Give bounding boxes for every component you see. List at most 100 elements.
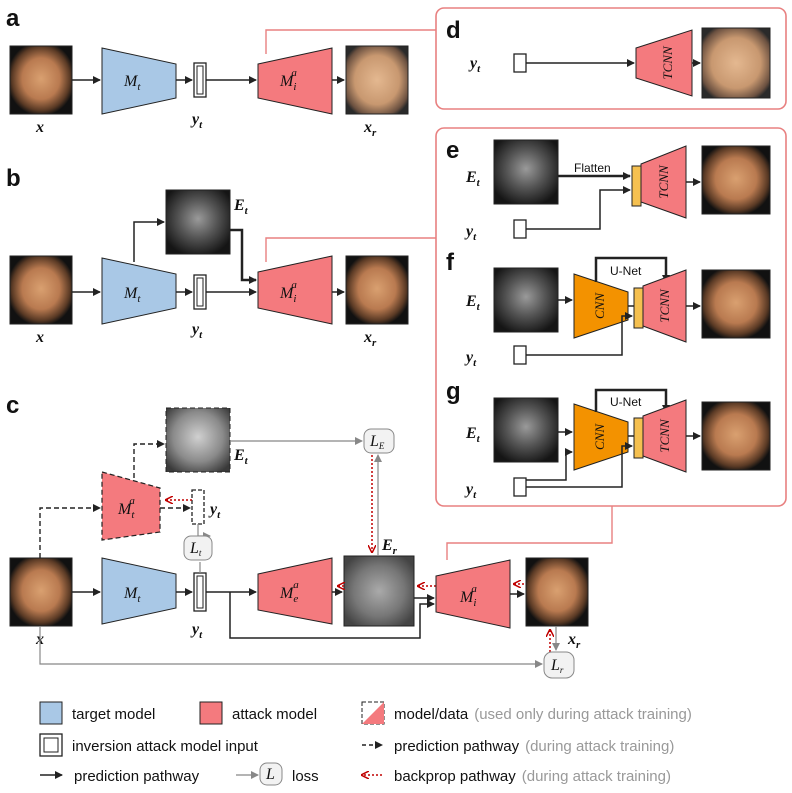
panel-letter-c: c: [6, 392, 19, 419]
yt-label: yt: [464, 481, 477, 501]
Et-label: Et: [465, 169, 481, 189]
connector-b-efg: [265, 237, 436, 262]
panel-letter-f: f: [446, 249, 455, 276]
prediction-vector: [193, 572, 207, 612]
yt-surrogate-label: yt: [208, 501, 221, 521]
tcnn-block: [640, 145, 687, 219]
explanation-map: [493, 139, 559, 205]
explanation-map: [493, 267, 559, 333]
tcnn-label: TCNN: [657, 418, 672, 453]
Et-label: Et: [465, 293, 481, 313]
legend-model-data: model/data(used only during attack train…: [394, 706, 692, 723]
panel-letter-g: g: [446, 378, 461, 405]
legend-backprop: backprop pathway(during attack training): [394, 768, 671, 785]
target-model-block: [101, 557, 177, 625]
cnn-block: [573, 273, 629, 339]
xr-label: xr: [567, 631, 581, 651]
reconstructed-face-image: [525, 557, 589, 627]
reconstructed-face-image: [701, 27, 771, 99]
tcnn-block: [642, 269, 687, 343]
x-label: x: [35, 119, 44, 136]
explanation-inversion-block: [257, 557, 333, 625]
xr-label: xr: [363, 329, 377, 349]
prediction-vector: [513, 53, 527, 73]
target-model-surrogate-block: [101, 471, 161, 541]
cnn-label: CNN: [592, 423, 607, 450]
reconstructed-face-image: [701, 269, 771, 339]
legend-target-model: target model: [72, 706, 155, 723]
panel-b: Mt Et Mia x yt xr: [9, 189, 409, 349]
loss-Lr: [543, 651, 575, 679]
Et-label: Et: [233, 447, 249, 467]
tcnn-block: [635, 29, 693, 97]
input-face-image: [9, 45, 73, 115]
flatten-label: Flatten: [574, 161, 611, 175]
yt-label: yt: [190, 111, 203, 131]
tcnn-block: [642, 399, 687, 473]
Er-label: Er: [381, 537, 398, 557]
yt-label: yt: [190, 621, 203, 641]
yt-label: yt: [464, 349, 477, 369]
inversion-model-block: [257, 47, 333, 115]
legend-pred-pathway: prediction pathway: [74, 768, 200, 785]
inversion-model-label: Mia: [279, 279, 297, 305]
legend-input-swatch: [39, 733, 63, 757]
prediction-vector: [513, 477, 527, 497]
target-model-block: [101, 47, 177, 115]
panel-d-border: [435, 7, 787, 110]
panel-letter-a: a: [6, 5, 20, 32]
concat-layer: [633, 417, 644, 459]
legend-target-swatch: [39, 701, 63, 725]
flatten-concat-layer: [631, 165, 642, 207]
legend-pred-dashed: prediction pathway(during attack trainin…: [394, 738, 674, 755]
unet-label: U-Net: [610, 395, 642, 409]
xr-label: xr: [363, 119, 377, 139]
legend-attack-model: attack model: [232, 706, 317, 723]
input-face-image: [9, 557, 73, 627]
loss-LE-label: LE: [369, 433, 385, 451]
tcnn-label: TCNN: [656, 164, 671, 199]
panel-letter-b: b: [6, 165, 21, 192]
loss-Lr-label: Lr: [550, 657, 564, 675]
connector-a-d: [265, 29, 436, 54]
panel-c: x Mta Et LE yt Lt Mt yt Mea: [9, 407, 589, 679]
tcnn-label: TCNN: [657, 288, 672, 323]
surrogate-model-label: Mta: [117, 495, 135, 521]
explanation-map: [165, 189, 231, 255]
target-model-label: Mt: [123, 585, 141, 605]
prediction-vector: [513, 219, 527, 239]
target-model-label: Mt: [123, 73, 141, 93]
surrogate-explanation-map: [165, 407, 231, 473]
panel-a: Mt Mia x yt xr: [9, 45, 409, 139]
prediction-vector: [193, 62, 207, 98]
connector-c-efg: [446, 506, 613, 560]
Et-label: Et: [233, 197, 249, 217]
input-face-image: [9, 255, 73, 325]
cnn-label: CNN: [592, 292, 607, 319]
panel-g: Et CNN U-Net yt TCNN: [464, 388, 771, 501]
legend: target model attack model model/data(use…: [39, 701, 692, 786]
inversion-model-label: Mia: [279, 67, 297, 93]
explanation-map: [493, 397, 559, 463]
prediction-vector: [513, 345, 527, 365]
panel-efg-border: [435, 127, 787, 507]
target-model-label: Mt: [123, 285, 141, 305]
surrogate-prediction-vector: [191, 489, 205, 525]
legend-loss-swatch: [259, 762, 283, 786]
yt-label: yt: [190, 321, 203, 341]
explanation-inversion-label: Mea: [279, 579, 299, 605]
cnn-block: [573, 403, 629, 471]
concat-layer: [633, 287, 644, 329]
inversion-model-label: Mia: [459, 583, 477, 609]
legend-inversion-input: inversion attack model input: [72, 738, 259, 755]
Et-label: Et: [465, 425, 481, 445]
panel-d: yt TCNN: [468, 27, 771, 99]
reconstructed-face-image: [701, 145, 771, 215]
panel-letter-d: d: [446, 17, 461, 44]
unet-label: U-Net: [610, 264, 642, 278]
legend-loss-symbol: L: [265, 766, 275, 783]
x-label: x: [35, 329, 44, 346]
reconstructed-face-image: [345, 255, 409, 325]
target-model-block: [101, 257, 177, 325]
